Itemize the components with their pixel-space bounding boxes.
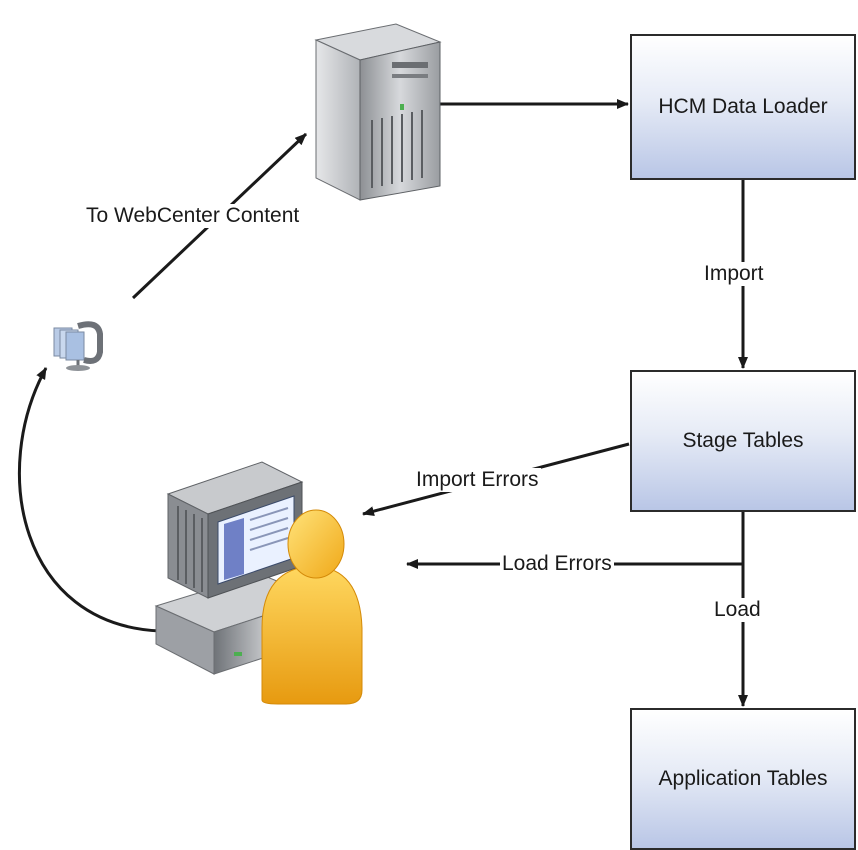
import-label: Import	[702, 262, 766, 286]
load-errors-label: Load Errors	[500, 552, 614, 576]
server-icon	[314, 23, 442, 201]
hcm-data-loader-box: HCM Data Loader	[630, 34, 856, 180]
import-errors-label: Import Errors	[414, 468, 541, 492]
upload-curve-arrow	[18, 367, 161, 633]
user-workstation-icon	[154, 461, 363, 705]
application-tables-box: Application Tables	[630, 708, 856, 850]
file-transfer-icon	[53, 321, 103, 371]
load-label: Load	[712, 598, 763, 622]
hcm-data-loader-label: HCM Data Loader	[658, 95, 828, 118]
stage-tables-label: Stage Tables	[682, 429, 804, 452]
to-webcenter-label: To WebCenter Content	[84, 204, 302, 228]
application-tables-label: Application Tables	[658, 767, 828, 790]
stage-tables-box: Stage Tables	[630, 370, 856, 512]
